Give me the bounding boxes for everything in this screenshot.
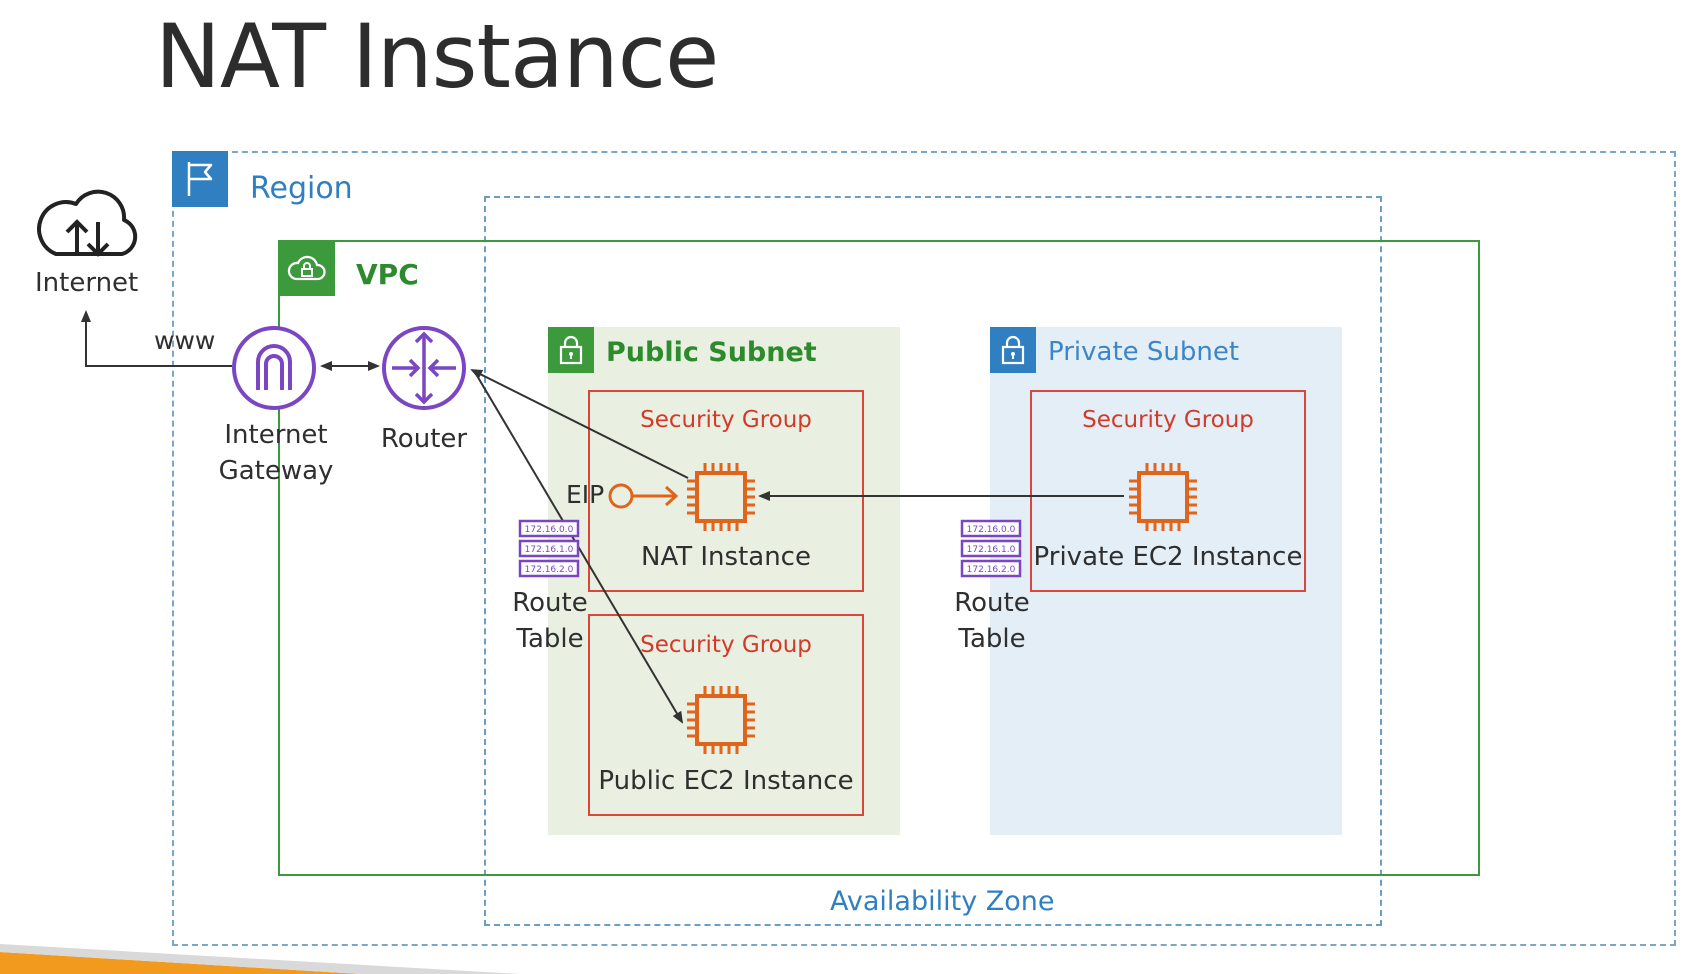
page-title: NAT Instance xyxy=(155,5,719,108)
private-ec2-label: Private EC2 Instance xyxy=(1033,542,1303,572)
public-route-table-label-line1: Route xyxy=(512,588,588,618)
availability-zone-boundary xyxy=(484,196,1382,926)
svg-text:172.16.0.0: 172.16.0.0 xyxy=(967,525,1016,535)
public-subnet-lock-icon xyxy=(548,327,594,373)
private-security-group xyxy=(1030,390,1306,592)
internet-cloud-icon xyxy=(30,182,144,260)
public-security-group xyxy=(588,614,864,816)
private-subnet xyxy=(990,327,1342,835)
svg-text:172.16.1.0: 172.16.1.0 xyxy=(967,545,1016,555)
vpc-boundary xyxy=(278,240,1480,876)
region-label: Region xyxy=(250,171,353,206)
private-route-table-label-line1: Route xyxy=(954,588,1030,618)
private-security-group-label: Security Group xyxy=(1082,407,1254,433)
nat-instance-label: NAT Instance xyxy=(641,542,811,572)
svg-text:172.16.2.0: 172.16.2.0 xyxy=(967,565,1016,575)
public-security-group-label: Security Group xyxy=(640,632,812,658)
internet-label: Internet xyxy=(35,268,139,298)
public-route-table-label-line2: Table xyxy=(516,624,584,654)
private-subnet-lock-icon xyxy=(990,327,1036,373)
public-ec2-label: Public EC2 Instance xyxy=(598,766,854,796)
vpc-label: VPC xyxy=(356,258,419,291)
internet-gateway-label-line1: Internet xyxy=(224,420,328,450)
private-subnet-label: Private Subnet xyxy=(1048,337,1240,367)
elastic-ip-icon xyxy=(606,480,682,512)
private-route-table-label-line2: Table xyxy=(958,624,1026,654)
private-route-table-icon: 172.16.0.0 172.16.1.0 172.16.2.0 xyxy=(960,518,1022,580)
nat-security-group xyxy=(588,390,864,592)
router-icon xyxy=(380,324,468,412)
nat-instance-chip-icon xyxy=(683,459,759,535)
public-subnet-label: Public Subnet xyxy=(606,337,817,368)
private-ec2-chip-icon xyxy=(1125,459,1201,535)
internet-gateway-label-line2: Gateway xyxy=(218,456,334,486)
public-route-table-icon: 172.16.0.0 172.16.1.0 172.16.2.0 xyxy=(518,518,580,580)
nat-security-group-label: Security Group xyxy=(640,407,812,433)
region-flag-icon xyxy=(172,151,228,207)
router-label: Router xyxy=(380,424,468,454)
bottom-decorative-strip xyxy=(0,944,1692,974)
public-ec2-chip-icon xyxy=(683,682,759,758)
internet-gateway-icon xyxy=(230,324,318,412)
public-subnet xyxy=(548,327,900,835)
region-boundary xyxy=(172,151,1676,946)
svg-text:172.16.0.0: 172.16.0.0 xyxy=(525,525,574,535)
svg-text:172.16.2.0: 172.16.2.0 xyxy=(525,565,574,575)
eip-label: EIP xyxy=(566,480,605,509)
www-label: www xyxy=(154,326,216,355)
svg-text:172.16.1.0: 172.16.1.0 xyxy=(525,545,574,555)
vpc-cloud-icon xyxy=(279,241,335,296)
availability-zone-label: Availability Zone xyxy=(830,886,1055,917)
